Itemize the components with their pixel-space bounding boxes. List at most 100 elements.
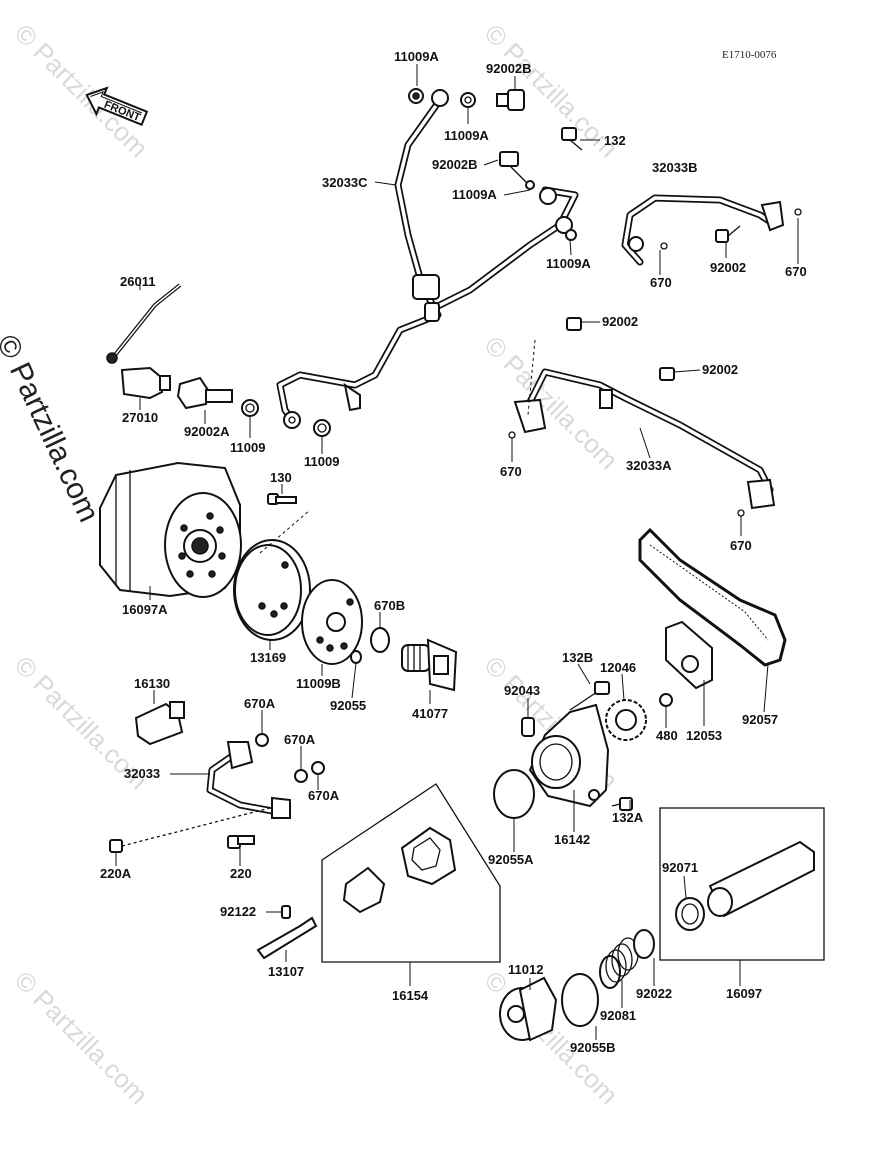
oil-filter-16097A bbox=[99, 461, 242, 598]
o-ring-670A-a bbox=[255, 733, 269, 747]
label-670B[interactable]: 670B bbox=[374, 598, 405, 613]
label-92002-d[interactable]: 92002 bbox=[702, 362, 738, 377]
plate-13169 bbox=[233, 509, 311, 641]
label-32033B[interactable]: 32033B bbox=[652, 160, 698, 175]
label-16142[interactable]: 16142 bbox=[554, 832, 590, 847]
bolt-132B bbox=[569, 681, 610, 711]
bolt-220A bbox=[109, 807, 271, 853]
pump-16142 bbox=[528, 703, 610, 808]
washer-92022 bbox=[633, 929, 655, 959]
label-670A-b[interactable]: 670A bbox=[284, 732, 316, 747]
bolt-220 bbox=[227, 835, 255, 849]
oil-pipe-16097 bbox=[659, 807, 825, 961]
o-ring-670B bbox=[370, 627, 390, 653]
label-92002-c[interactable]: 92002 bbox=[602, 314, 638, 329]
label-41077[interactable]: 41077 bbox=[412, 706, 448, 721]
leader-lines bbox=[115, 64, 799, 1040]
label-11012[interactable]: 11012 bbox=[508, 962, 543, 977]
bolt-92002B-top bbox=[496, 89, 525, 111]
rotor-set-16154 bbox=[321, 783, 501, 963]
label-220[interactable]: 220 bbox=[230, 866, 252, 881]
bolt-92002-b bbox=[715, 225, 741, 243]
label-92055A[interactable]: 92055A bbox=[488, 852, 534, 867]
label-12046[interactable]: 12046 bbox=[600, 660, 636, 675]
label-670A-a[interactable]: 670A bbox=[244, 696, 276, 711]
gasket-11009B bbox=[301, 579, 363, 665]
label-132[interactable]: 132 bbox=[604, 133, 626, 148]
label-92002-b[interactable]: 92002 bbox=[710, 260, 746, 275]
o-ring-92055B bbox=[561, 973, 599, 1027]
switch-27010 bbox=[120, 366, 171, 400]
o-ring-670A-c bbox=[311, 761, 325, 775]
label-13107[interactable]: 13107 bbox=[268, 964, 304, 979]
label-11009A-top[interactable]: 11009A bbox=[394, 49, 439, 64]
pin-92043 bbox=[521, 717, 535, 737]
label-92055[interactable]: 92055 bbox=[330, 698, 366, 713]
nut-480 bbox=[659, 693, 673, 707]
label-11009-a[interactable]: 11009 bbox=[230, 440, 265, 455]
washer-11009A-d bbox=[565, 229, 577, 241]
fitting-92002A bbox=[176, 376, 233, 410]
label-130[interactable]: 130 bbox=[270, 470, 292, 485]
label-32033A[interactable]: 32033A bbox=[626, 458, 672, 473]
guide-12053 bbox=[665, 620, 713, 690]
label-92022[interactable]: 92022 bbox=[636, 986, 672, 1001]
bolt-132A bbox=[611, 797, 633, 811]
label-11009A-d[interactable]: 11009A bbox=[546, 256, 591, 271]
wire-26011 bbox=[106, 283, 182, 364]
label-92057[interactable]: 92057 bbox=[742, 712, 778, 727]
label-32033[interactable]: 32033 bbox=[124, 766, 160, 781]
label-670-d[interactable]: 670 bbox=[730, 538, 752, 553]
bolt-92002B-mid bbox=[499, 151, 535, 190]
valve-41077 bbox=[401, 638, 458, 692]
front-arrow-icon: FRONT bbox=[85, 86, 149, 126]
sprocket-12046 bbox=[605, 699, 647, 741]
o-ring-670A-b bbox=[294, 769, 308, 783]
oil-pipe-32033A bbox=[508, 339, 776, 517]
label-670-c[interactable]: 670 bbox=[500, 464, 522, 479]
label-92122[interactable]: 92122 bbox=[220, 904, 256, 919]
label-92002A[interactable]: 92002A bbox=[184, 424, 230, 439]
label-11009B[interactable]: 11009B bbox=[296, 676, 341, 691]
label-11009-b[interactable]: 11009 bbox=[304, 454, 339, 469]
label-92055B[interactable]: 92055B bbox=[570, 1040, 616, 1055]
fitting-16130 bbox=[134, 701, 185, 746]
label-670A-c[interactable]: 670A bbox=[308, 788, 340, 803]
label-16130[interactable]: 16130 bbox=[134, 676, 170, 691]
label-92043[interactable]: 92043 bbox=[504, 683, 540, 698]
plug-11012 bbox=[499, 976, 558, 1042]
label-27010[interactable]: 27010 bbox=[122, 410, 158, 425]
label-92081[interactable]: 92081 bbox=[600, 1008, 636, 1023]
label-132B[interactable]: 132B bbox=[562, 650, 593, 665]
label-32033C[interactable]: 32033C bbox=[322, 175, 368, 190]
label-220A[interactable]: 220A bbox=[100, 866, 132, 881]
label-12053[interactable]: 12053 bbox=[686, 728, 722, 743]
oil-pipe-32033 bbox=[206, 741, 291, 819]
label-11009A-c[interactable]: 11009A bbox=[452, 187, 497, 202]
washer-11009A-b bbox=[460, 92, 476, 108]
label-16097A[interactable]: 16097A bbox=[122, 602, 168, 617]
label-92071[interactable]: 92071 bbox=[662, 860, 698, 875]
label-11009A-b[interactable]: 11009A bbox=[444, 128, 489, 143]
bolt-132-top bbox=[561, 127, 583, 151]
bolt-130 bbox=[267, 493, 297, 505]
label-26011[interactable]: 26011 bbox=[120, 274, 155, 289]
shaft-13107 bbox=[256, 916, 318, 960]
label-670-a[interactable]: 670 bbox=[650, 275, 672, 290]
label-670-b[interactable]: 670 bbox=[785, 264, 807, 279]
label-92002B-mid[interactable]: 92002B bbox=[432, 157, 478, 172]
washer-11009-a bbox=[241, 399, 259, 417]
chain-92057 bbox=[638, 527, 787, 667]
label-16154[interactable]: 16154 bbox=[392, 988, 429, 1003]
bolt-92002-c bbox=[566, 317, 582, 331]
label-13169[interactable]: 13169 bbox=[250, 650, 286, 665]
oil-pipe-32033C bbox=[276, 89, 579, 429]
diagram-code: E1710-0076 bbox=[722, 49, 777, 61]
label-480[interactable]: 480 bbox=[656, 728, 678, 743]
label-92002B-top[interactable]: 92002B bbox=[486, 61, 532, 76]
bolt-92002-d bbox=[659, 367, 675, 381]
spring-92081 bbox=[599, 937, 639, 989]
label-132A[interactable]: 132A bbox=[612, 810, 644, 825]
label-16097[interactable]: 16097 bbox=[726, 986, 762, 1001]
